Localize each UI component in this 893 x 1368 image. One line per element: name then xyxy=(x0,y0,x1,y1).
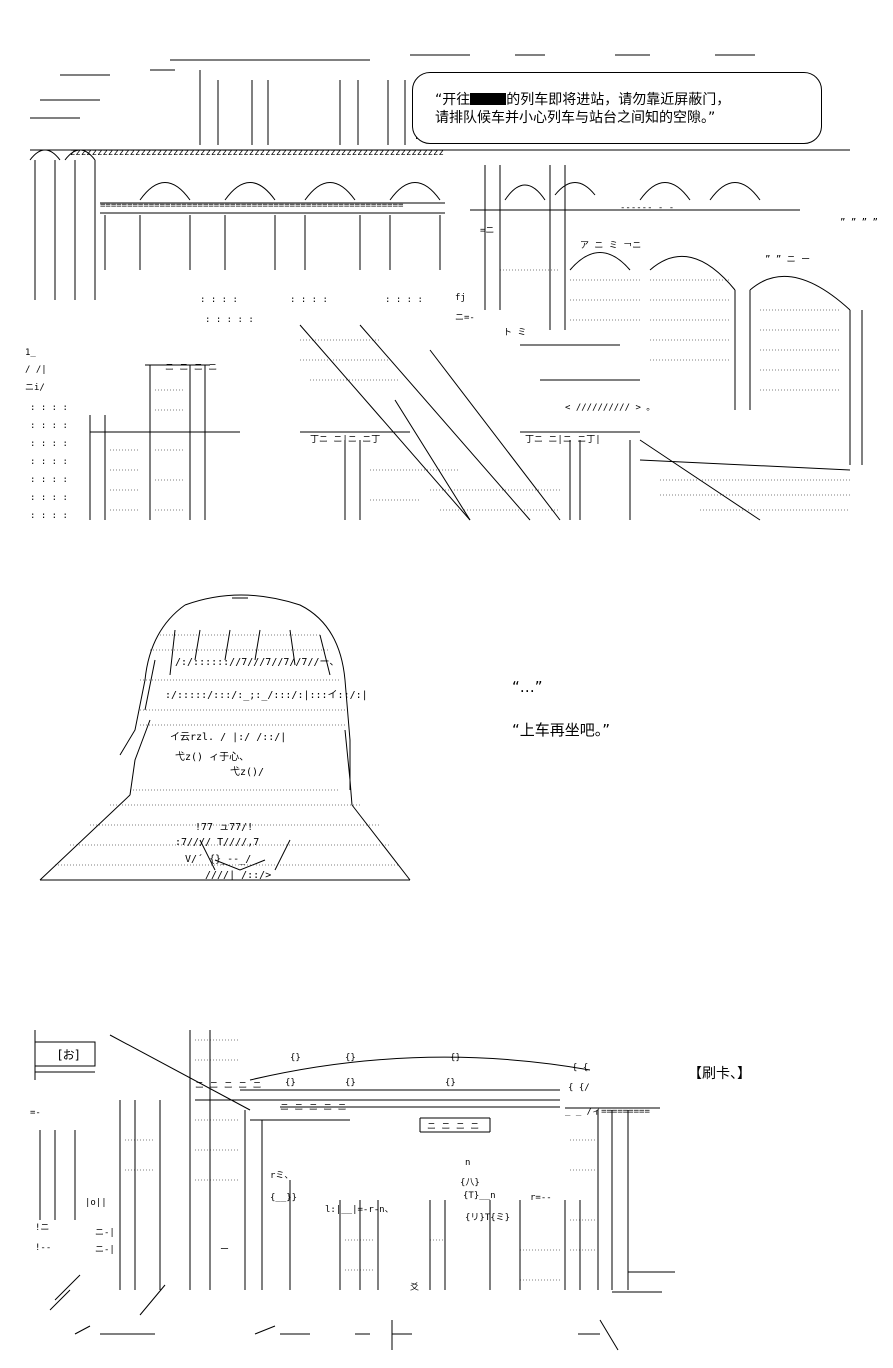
svg-text:< ////////// > 。: < ////////// > 。 xyxy=(565,403,655,413)
svg-text:丁ニ ニ|ニ ニ丁: 丁ニ ニ|ニ ニ丁 xyxy=(310,435,380,445)
svg-text:{__}}: {__}} xyxy=(270,1193,297,1203)
svg-text:ー: ー xyxy=(220,1245,229,1255)
svg-text:{八}: {八} xyxy=(460,1178,480,1188)
svg-text:ニ-|: ニ-| xyxy=(95,1245,115,1255)
panel-station: zzzzzzzzzzzzzzzzzzzzzzzzzzzzzzzzzzzzzzzz… xyxy=(0,0,893,530)
announcement-line-2: 请排队候车并小心列车与站台之间知的空隙。” xyxy=(435,110,716,126)
svg-text::7//// T////,7: :7//// T////,7 xyxy=(175,837,259,848)
svg-text:!77 ュ77/!: !77 ュ77/! xyxy=(195,822,253,833)
gate-sign-label: [お] xyxy=(58,1048,80,1062)
svg-text:爻: 爻 xyxy=(410,1282,419,1293)
svg-text:fj: fj xyxy=(455,293,466,303)
svg-text:: : : :: : : : : xyxy=(30,439,68,449)
svg-text:ニ ニ ニ ニ ニ: ニ ニ ニ ニ ニ xyxy=(280,1103,347,1113)
svg-text:{ {/: { {/ xyxy=(568,1083,590,1093)
svg-text:ニ-|: ニ-| xyxy=(95,1228,115,1238)
svg-text:: : : :: : : : : xyxy=(30,475,68,485)
panel-gates: ニ ニ ニ ニ ニ ニ ニ ニ ニ ニ ニ ニ ニ ニ _ _ /ィ======… xyxy=(0,1020,893,1360)
svg-text:{}: {} xyxy=(345,1053,356,1063)
svg-text:: : : :: : : : : xyxy=(290,295,328,305)
svg-text:==============================: ========================================… xyxy=(100,201,404,211)
svg-text:////|_/::/>: ////|_/::/> xyxy=(205,870,271,881)
svg-text:ニ ニ ニ ニ: ニ ニ ニ ニ xyxy=(165,363,217,373)
svg-text:丁ニ ニ|ニ ニ丁|: 丁ニ ニ|ニ ニ丁| xyxy=(525,435,601,445)
announcement-open-quote: “ xyxy=(435,92,443,108)
svg-text:: : : :: : : : : xyxy=(30,493,68,503)
svg-text:イ云rzl. / |:/ /::/|: イ云rzl. / |:/ /::/| xyxy=(170,732,286,743)
svg-text:: : : :: : : : : xyxy=(385,295,423,305)
svg-text:: : : :: : : : : xyxy=(30,457,68,467)
svg-text:/:/:::::://7///7//7//7//ー、: /:/:::::://7///7//7//7//ー、 xyxy=(175,657,339,668)
svg-text:ニi/: ニi/ xyxy=(25,383,45,393)
svg-text:n: n xyxy=(465,1158,470,1168)
svg-text:ニ ニ ニ ニ: ニ ニ ニ ニ xyxy=(427,1122,479,1132)
svg-text:zzzzzzzzzzzzzzzzzzzzzzzzzzzzzz: zzzzzzzzzzzzzzzzzzzzzzzzzzzzzzzzzzzzzzzz… xyxy=(70,148,444,158)
svg-text:: : : :: : : : : xyxy=(30,403,68,413)
svg-text:弋z() ィ于心、: 弋z() ィ于心、 xyxy=(175,750,249,763)
svg-text:: : : :: : : : : xyxy=(30,511,68,521)
svg-text:” ” ” ”: ” ” ” ” xyxy=(840,218,878,228)
dialog-ellipsis: “…” xyxy=(512,678,543,696)
svg-text:{}: {} xyxy=(445,1078,456,1088)
svg-text:|o||: |o|| xyxy=(85,1198,107,1208)
svg-text:=ニ: =ニ xyxy=(480,226,494,236)
svg-text:rミ、: rミ、 xyxy=(270,1171,293,1181)
svg-text:” ” ニ ー: ” ” ニ ー xyxy=(765,255,810,265)
dialog-line: “上车再坐吧。” xyxy=(512,721,611,739)
svg-text:{T}__n: {T}__n xyxy=(463,1191,496,1201)
svg-text:!--: !-- xyxy=(35,1243,51,1253)
announcement-part-1: 开往 xyxy=(442,92,471,108)
svg-text:{}: {} xyxy=(450,1053,461,1063)
censor-bar xyxy=(470,93,507,105)
station-ascii-art: zzzzzzzzzzzzzzzzzzzzzzzzzzzzzzzzzzzzzzzz… xyxy=(25,54,878,521)
svg-text:: : : :: : : : : xyxy=(200,295,238,305)
svg-text:ニ=-: ニ=- xyxy=(455,313,475,323)
svg-text:ニ ニ ニ ニ ニ: ニ ニ ニ ニ ニ xyxy=(195,1081,262,1091)
svg-text:{}: {} xyxy=(290,1053,301,1063)
svg-text:1_: 1_ xyxy=(25,348,36,358)
svg-text:{リ}T{ミ}: {リ}T{ミ} xyxy=(465,1213,510,1223)
svg-text:{ {: { { xyxy=(572,1063,588,1073)
svg-text:r=--: r=-- xyxy=(530,1193,552,1203)
svg-text:V/´ {}_--_/: V/´ {}_--_/ xyxy=(185,853,251,865)
svg-text:!ニ: !ニ xyxy=(35,1223,49,1233)
svg-text:ア ニ ミ ￢ニ: ア ニ ミ ￢ニ xyxy=(580,241,641,251)
speech-bubble: “开往 的列车即将进站，请勿靠近屏蔽门， 请排队候车并小心列车与站台之间知的空隙。… xyxy=(412,72,822,144)
svg-text:_ _ /ィ=========: _ _ /ィ========= xyxy=(565,1107,650,1117)
announcement-line-1: “开往 的列车即将进站，请勿靠近屏蔽门， xyxy=(435,91,730,109)
svg-text:=-: =- xyxy=(30,1108,41,1118)
panel-character: /:/:::::://7///7//7//7//ー、 :/:::::/:::/:… xyxy=(0,580,893,890)
svg-text:弋z()/: 弋z()/ xyxy=(230,765,264,778)
svg-text:ト ミ: ト ミ xyxy=(503,328,526,338)
svg-text:------ - -: ------ - - xyxy=(620,203,674,213)
gates-ascii-art: ニ ニ ニ ニ ニ ニ ニ ニ ニ ニ ニ ニ ニ ニ _ _ /ィ======… xyxy=(30,1030,675,1351)
svg-text::/:::::/:::/:_;:_/:::/:|:::イ::: :/:::::/:::/:_;:_/:::/:|:::イ::/:| xyxy=(165,690,368,701)
caption-card-tap: 【刷卡、】 xyxy=(688,1066,751,1082)
svg-text:/ /|: / /| xyxy=(25,365,47,375)
svg-text:: : : :: : : : : xyxy=(30,421,68,431)
announcement-part-2: 的列车即将进站，请勿靠近屏蔽门， xyxy=(506,92,731,108)
character-ascii-art: /:/:::::://7///7//7//7//ー、 :/:::::/:::/:… xyxy=(39,594,411,881)
svg-text:{}: {} xyxy=(345,1078,356,1088)
svg-text:l:|__|=-r-n、: l:|__|=-r-n、 xyxy=(325,1205,394,1215)
svg-text:{}: {} xyxy=(285,1078,296,1088)
svg-text:: : : : :: : : : : : xyxy=(205,315,254,325)
